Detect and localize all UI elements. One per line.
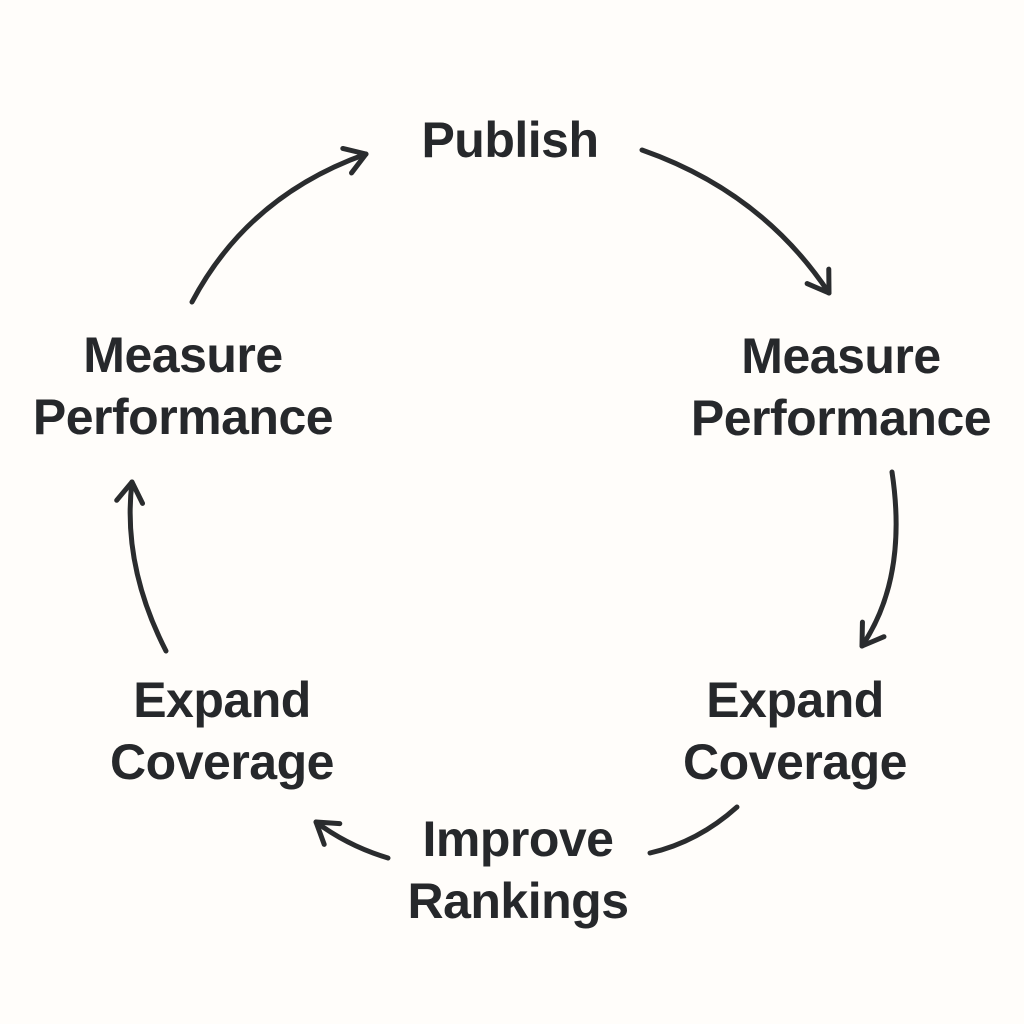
node-measure-performance-right: Measure Performance [690,328,992,446]
arrow-improve-rankings-to-expand-coverage-left [313,819,391,861]
connector-expand-coverage-right-to-improve-rankings [647,804,740,856]
node-improve-rankings: Improve Rankings [407,811,629,929]
arrow-measure-performance-left-to-publish [189,145,369,305]
node-expand-coverage-left: Expand Coverage [110,672,334,790]
arrow-publish-to-measure-performance-right [639,147,832,296]
node-publish: Publish [421,112,599,168]
arrow-expand-coverage-left-to-measure-performance-left [114,479,169,654]
arrow-measure-performance-right-to-expand-coverage-right [859,469,899,649]
node-measure-performance-left: Measure Performance [32,327,334,445]
node-expand-coverage-right: Expand Coverage [683,672,907,790]
